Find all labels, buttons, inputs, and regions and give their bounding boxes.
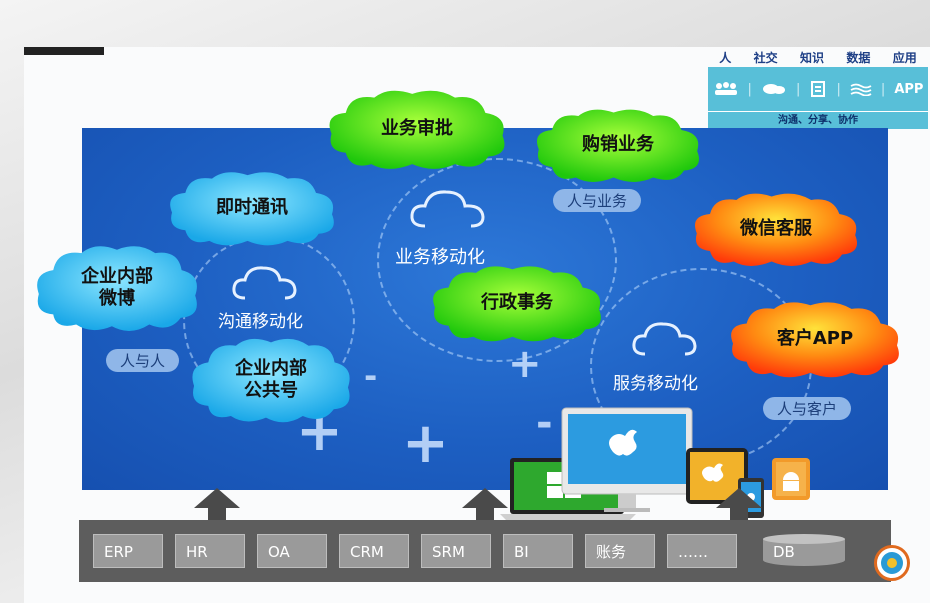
divider: | — [748, 82, 752, 97]
divider: | — [836, 82, 840, 97]
category-icon-bar: | | | | APP — [708, 67, 928, 111]
top-strip — [24, 47, 104, 55]
people-icon — [713, 82, 739, 96]
system-accounting[interactable]: 账务 — [585, 534, 655, 568]
backend-systems-bar: ERP HR OA CRM SRM BI 账务 …… DB — [79, 520, 891, 582]
divider: | — [796, 82, 800, 97]
system-hr[interactable]: HR — [175, 534, 245, 568]
android-phone — [770, 456, 812, 502]
tab-apps[interactable]: 应用 — [893, 49, 917, 67]
bubble-instant-messaging-label: 即时通讯 — [216, 197, 288, 220]
cloud-icon — [408, 186, 488, 230]
chat-icon — [761, 82, 787, 96]
app-label: APP — [894, 82, 923, 97]
bubble-internal-account[interactable]: 企业内部公共号 — [186, 334, 356, 426]
service-mobility-label: 服务移动化 — [613, 369, 698, 394]
cloud-icon — [630, 318, 700, 358]
system-more[interactable]: …… — [667, 534, 737, 568]
relation-people-badge: 人与人 — [106, 349, 179, 372]
communication-mobility-label: 沟通移动化 — [218, 307, 303, 332]
bubble-text-line: 企业内部 — [81, 266, 153, 287]
database-top — [763, 534, 845, 544]
bubble-customer-app-label: 客户APP — [777, 328, 853, 351]
minus-sign: - — [536, 403, 553, 443]
system-oa[interactable]: OA — [257, 534, 327, 568]
bubble-internal-weibo[interactable]: 企业内部微博 — [32, 238, 202, 338]
minus-sign: - — [364, 360, 377, 392]
system-srm[interactable]: SRM — [421, 534, 491, 568]
bubble-text-line: 公共号 — [244, 380, 298, 401]
bubble-purchase-sales[interactable]: 购销业务 — [530, 104, 706, 186]
bubble-purchase-sales-label: 购销业务 — [582, 134, 654, 157]
relation-customer-badge: 人与客户 — [763, 397, 851, 420]
category-tabs: 人 社交 知识 数据 应用 — [708, 49, 928, 67]
company-logo — [874, 545, 910, 581]
divider: | — [881, 82, 885, 97]
tab-social[interactable]: 社交 — [754, 49, 778, 67]
tab-people[interactable]: 人 — [719, 49, 731, 67]
plus-sign: + — [508, 344, 542, 384]
bubble-approval-label: 业务审批 — [381, 118, 453, 141]
plus-sign: + — [402, 416, 449, 472]
bubble-text-line: 企业内部 — [235, 358, 307, 379]
relation-business-badge: 人与业务 — [553, 189, 641, 212]
bubble-approval[interactable]: 业务审批 — [322, 86, 512, 172]
bubble-customer-app[interactable]: 客户APP — [722, 298, 908, 380]
apple-desktop — [560, 406, 694, 516]
bubble-instant-messaging[interactable]: 即时通讯 — [162, 168, 342, 248]
tab-knowledge[interactable]: 知识 — [800, 49, 824, 67]
document-icon — [809, 80, 827, 98]
system-crm[interactable]: CRM — [339, 534, 409, 568]
bubble-wechat-service[interactable]: 微信客服 — [688, 188, 864, 270]
logo-mark — [877, 548, 907, 578]
bubble-admin-label: 行政事务 — [481, 292, 553, 315]
bubble-admin[interactable]: 行政事务 — [425, 262, 609, 344]
nav-subtitle: 沟通、分享、协作 — [708, 111, 928, 129]
system-bi[interactable]: BI — [503, 534, 573, 568]
cloud-icon — [230, 262, 300, 302]
bubble-text-line: 微博 — [99, 288, 135, 309]
data-wave-icon — [850, 82, 872, 96]
bubble-internal-weibo-label: 企业内部微博 — [81, 266, 153, 311]
bubble-wechat-service-label: 微信客服 — [740, 218, 812, 241]
tab-data[interactable]: 数据 — [846, 49, 870, 67]
database-cylinder[interactable]: DB — [763, 534, 845, 568]
system-erp[interactable]: ERP — [93, 534, 163, 568]
bubble-internal-account-label: 企业内部公共号 — [235, 358, 307, 403]
